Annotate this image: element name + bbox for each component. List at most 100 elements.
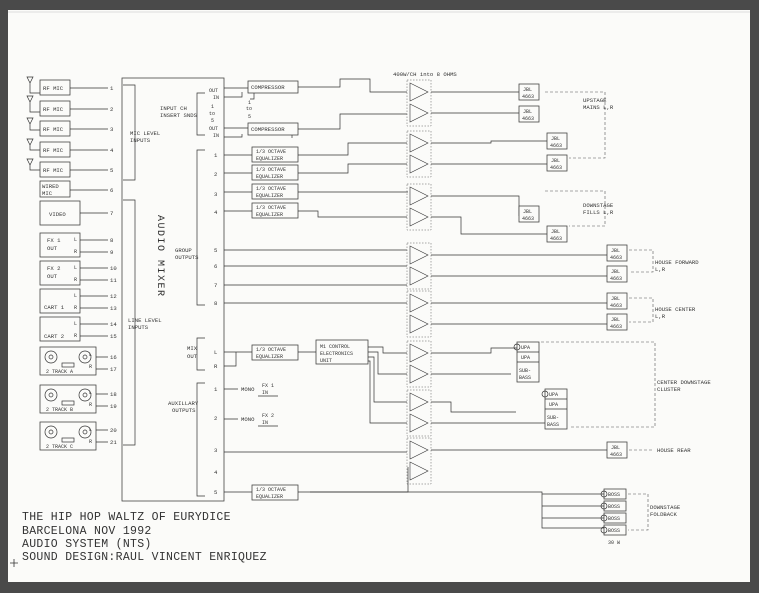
zone-downstage-1: DOWNSTAGE <box>583 202 614 209</box>
fx2-out <box>39 260 81 286</box>
svg-text:2: 2 <box>110 106 113 113</box>
svg-text:1/3 OCTAVE: 1/3 OCTAVE <box>256 186 286 192</box>
svg-text:15: 15 <box>110 333 117 340</box>
svg-text:BASS: BASS <box>547 422 559 428</box>
svg-text:1/3 OCTAVE: 1/3 OCTAVE <box>256 167 286 173</box>
aux-bracket <box>196 382 205 497</box>
eq-group: 1/3 OCTAVE EQUALIZER 1/3 OCTAVE EQUALIZE… <box>251 146 299 501</box>
zone-house-center-1: HOUSE CENTER <box>655 306 696 313</box>
svg-text:1/3 OCTAVE: 1/3 OCTAVE <box>256 487 286 493</box>
svg-text:L: L <box>74 321 77 327</box>
zone-upstage-2: MAINS L,R <box>583 104 614 111</box>
svg-text:EQUALIZER: EQUALIZER <box>256 193 283 199</box>
svg-text:L: L <box>74 293 77 299</box>
svg-text:5: 5 <box>211 118 214 124</box>
svg-text:19: 19 <box>110 403 117 410</box>
svg-text:5: 5 <box>110 167 113 174</box>
rf-mic-group: RF MIC RF MIC RF MIC RF MIC RF MIC <box>26 76 71 178</box>
track-c-label: 2 TRACK C <box>46 444 73 450</box>
svg-text:L: L <box>74 237 77 243</box>
svg-text:6: 6 <box>214 263 217 270</box>
svg-text:FX 1: FX 1 <box>262 383 274 389</box>
video-source <box>39 200 81 226</box>
svg-text:IN: IN <box>262 420 268 426</box>
svg-text:5: 5 <box>248 114 251 120</box>
svg-text:IN: IN <box>213 95 219 101</box>
aux-label-1: AUXILLARY <box>168 400 199 407</box>
eq-1 <box>251 146 299 163</box>
mic-level-bracket <box>123 84 136 181</box>
svg-text:8: 8 <box>110 237 113 244</box>
svg-text:to: to <box>209 111 215 117</box>
mix-out-label-1: MIX <box>187 345 198 352</box>
jbl-downstage-fill-r <box>546 225 568 243</box>
upa-subbass-cluster: UPA UPA SUB- BASS UPA UPA SUB- BASS <box>513 341 568 430</box>
svg-text:1/3 OCTAVE: 1/3 OCTAVE <box>256 149 286 155</box>
svg-text:UPA: UPA <box>549 402 558 408</box>
title-block: THE HIP HOP WALTZ OF EURYDICE BARCELONA … <box>22 511 267 564</box>
svg-text:4: 4 <box>214 209 218 216</box>
group-wires <box>224 154 407 493</box>
svg-text:9: 9 <box>110 249 113 256</box>
svg-text:2: 2 <box>214 171 217 178</box>
insert-label-2: INSERT SNDS <box>160 112 198 119</box>
zone-brackets <box>541 91 656 531</box>
svg-text:BOSS: BOSS <box>608 492 620 498</box>
svg-text:FX 2: FX 2 <box>262 413 274 419</box>
svg-text:3: 3 <box>110 126 113 133</box>
svg-text:8: 8 <box>214 300 217 307</box>
two-track-c <box>39 421 97 451</box>
svg-text:1: 1 <box>248 100 251 106</box>
svg-text:MONO: MONO <box>241 386 255 393</box>
svg-text:4663: 4663 <box>550 165 562 171</box>
rf-mic-5 <box>39 161 71 178</box>
eq-4 <box>251 202 299 219</box>
wired-mic <box>39 180 71 198</box>
amp-output-wires <box>310 91 607 529</box>
two-track-b <box>39 384 97 414</box>
svg-text:BOSS: BOSS <box>608 504 620 510</box>
svg-text:EQUALIZER: EQUALIZER <box>256 212 283 218</box>
svg-text:COMPRESSOR: COMPRESSOR <box>251 126 285 133</box>
eq-2 <box>251 164 299 181</box>
rf-mic-4-label: RF MIC <box>43 147 64 154</box>
svg-text:4663: 4663 <box>522 94 534 100</box>
svg-text:6: 6 <box>110 187 113 194</box>
registration-mark <box>10 559 18 567</box>
svg-text:1: 1 <box>211 104 214 110</box>
svg-text:IN: IN <box>262 390 268 396</box>
video-label: VIDEO <box>49 211 66 218</box>
fx1-label-2: OUT <box>47 245 58 252</box>
svg-text:12: 12 <box>110 293 117 300</box>
aux-numbers: 1 2 3 4 5 <box>214 386 218 496</box>
fx1-label-1: FX 1 <box>47 237 61 244</box>
fx2-label-2: OUT <box>47 273 58 280</box>
svg-text:OUT: OUT <box>209 126 218 132</box>
jbl-upstage-r <box>518 105 540 123</box>
track-b-label: 2 TRACK B <box>46 407 73 413</box>
svg-text:R: R <box>214 363 218 370</box>
svg-text:1: 1 <box>110 85 114 92</box>
svg-text:L: L <box>89 352 92 358</box>
title-line-1: THE HIP HOP WALTZ OF EURYDICE <box>22 511 231 524</box>
svg-text:R: R <box>89 439 92 445</box>
svg-text:3: 3 <box>214 447 217 454</box>
two-track-a <box>39 346 97 376</box>
group-numbers: 1 2 3 4 5 6 7 8 <box>214 152 218 307</box>
mix-out-bracket <box>196 337 205 371</box>
wired-mic-label-1: WIRED <box>42 183 59 190</box>
svg-text:L: L <box>89 390 92 396</box>
title-line-2: BARCELONA NOV 1992 <box>22 525 152 538</box>
svg-text:4663: 4663 <box>522 216 534 222</box>
svg-text:2: 2 <box>214 415 217 422</box>
svg-text:JBL: JBL <box>551 136 560 142</box>
svg-text:JBL: JBL <box>523 209 532 215</box>
zone-center-downstage-2: CLUSTER <box>657 386 681 393</box>
jbl-house-rear <box>606 441 628 459</box>
zone-house-rear: HOUSE REAR <box>657 447 691 454</box>
svg-text:7: 7 <box>214 282 217 289</box>
svg-text:16: 16 <box>110 354 117 361</box>
jbl-house-center-l <box>606 292 628 310</box>
svg-text:4663: 4663 <box>610 303 622 309</box>
